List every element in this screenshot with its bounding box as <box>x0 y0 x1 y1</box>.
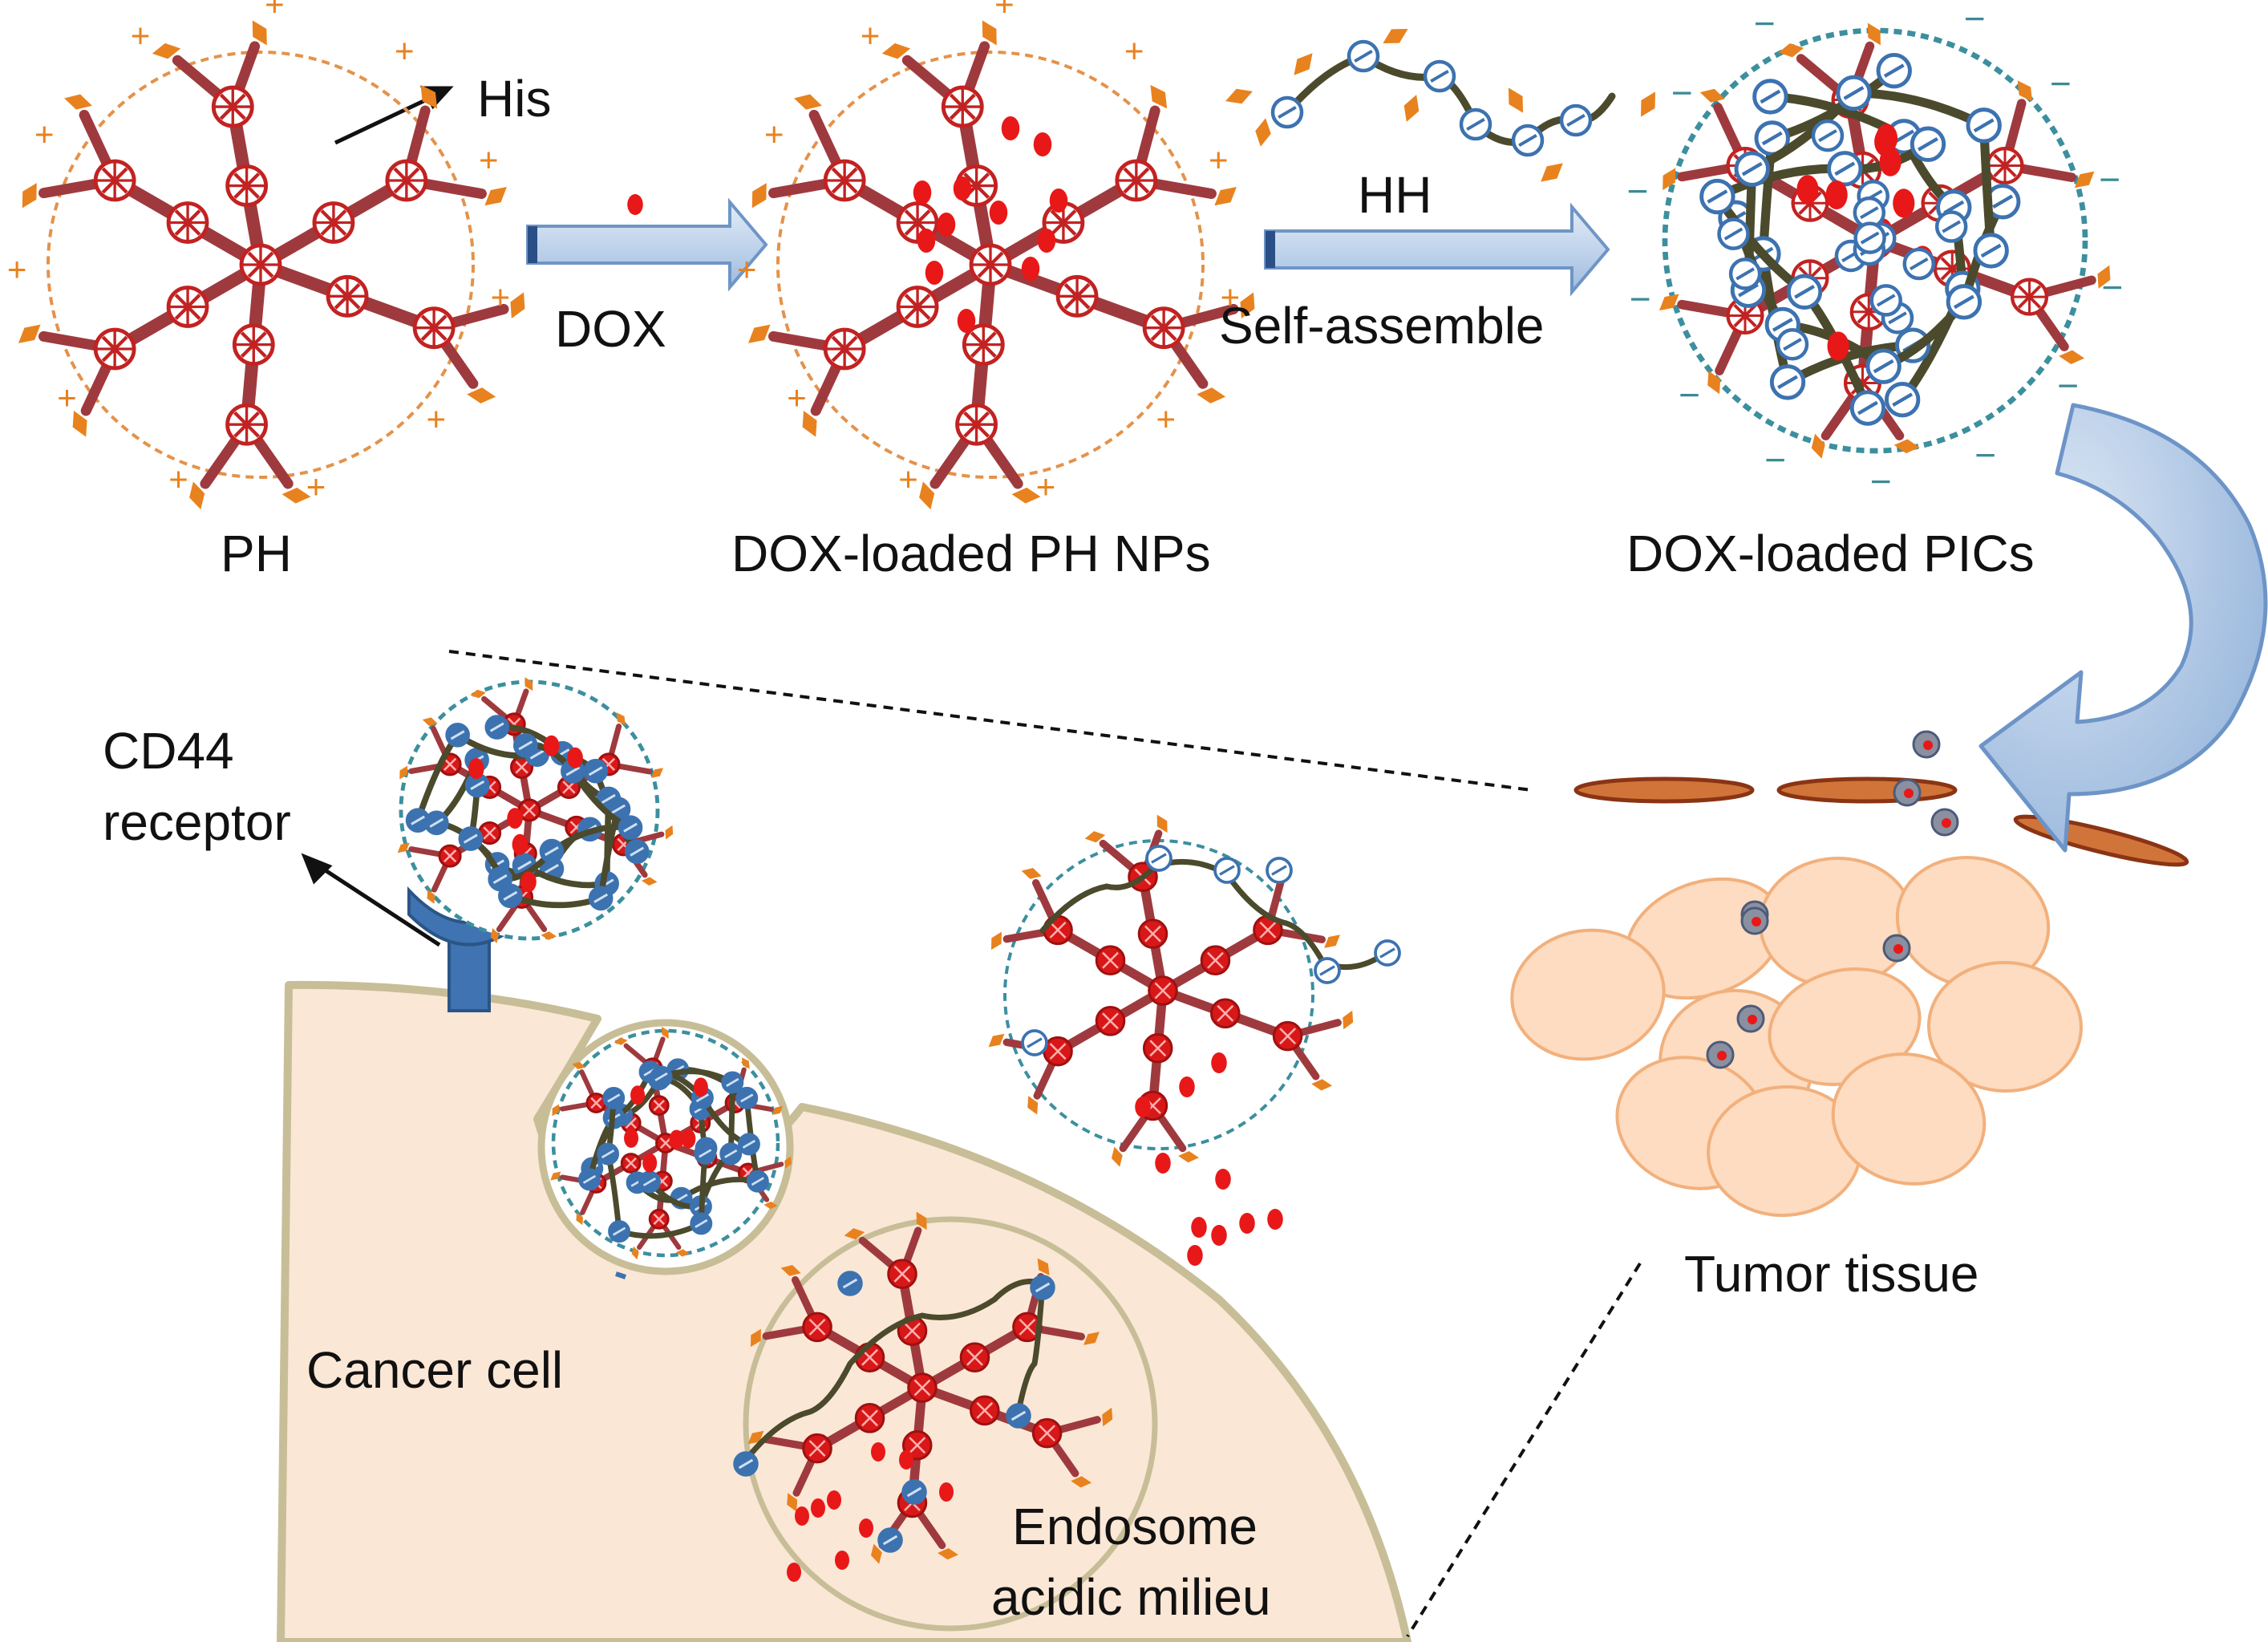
svg-text:+: + <box>491 278 511 316</box>
svg-text:+: + <box>57 379 77 416</box>
svg-text:+: + <box>1221 278 1241 316</box>
ph-label: PH <box>221 525 292 582</box>
svg-text:−: − <box>1964 0 1986 39</box>
cd44-label-line2: receptor <box>103 793 291 851</box>
svg-text:−: − <box>1754 2 1776 44</box>
svg-text:+: + <box>764 116 784 153</box>
svg-text:−: − <box>1764 439 1786 480</box>
endosome-label-line1: Endosome <box>1012 1498 1258 1555</box>
svg-text:−: − <box>2050 63 2072 104</box>
hh-polymer-chain <box>1225 29 1655 182</box>
svg-text:+: + <box>426 400 446 438</box>
zoom-line-bottom <box>1406 1262 1642 1638</box>
cancer-cell-label: Cancer cell <box>306 1341 563 1399</box>
svg-text:−: − <box>2057 364 2079 406</box>
svg-text:+: + <box>898 460 918 497</box>
svg-text:−: − <box>1974 434 1996 476</box>
svg-text:+: + <box>1156 400 1176 438</box>
svg-text:−: − <box>1870 460 1892 502</box>
svg-text:−: − <box>2099 159 2120 201</box>
svg-text:−: − <box>1627 170 1649 212</box>
self-assemble-arrow <box>1264 202 1610 297</box>
svg-text:+: + <box>479 140 499 178</box>
dox-loaded-ph-nps-label: DOX-loaded PH NPs <box>731 525 1211 582</box>
svg-text:+: + <box>7 250 27 288</box>
ph-nanoparticle: + + + + + + + + + + + <box>7 0 525 510</box>
svg-text:+: + <box>168 460 188 497</box>
svg-text:+: + <box>131 16 151 54</box>
dox-molecule-icon <box>627 194 643 215</box>
svg-text:+: + <box>861 16 881 54</box>
circulation-curved-arrow <box>1978 403 2268 853</box>
svg-text:+: + <box>1124 31 1144 69</box>
nanostructures: + + + + + + + + + + + + + + + + + + + + + + − − − − − − − − − − − − − − <box>7 0 2124 1582</box>
receptor-bound-pic <box>397 677 674 943</box>
svg-text:+: + <box>1209 140 1229 178</box>
svg-text:+: + <box>265 0 285 22</box>
svg-text:−: − <box>2102 266 2124 308</box>
dissociating-pic <box>988 814 1401 1266</box>
svg-text:+: + <box>395 31 415 69</box>
endocytosed-pic <box>550 1026 792 1279</box>
dox-loaded-ph-nanoparticle: + + + + + + + + + + + <box>737 0 1255 510</box>
zoom-line-top <box>448 650 1533 792</box>
svg-text:+: + <box>787 379 807 416</box>
endosome <box>743 1216 1158 1632</box>
dox-loaded-pics-label: DOX-loaded PICs <box>1626 525 2035 582</box>
dox-arrow <box>526 197 768 292</box>
endosome-contents <box>733 1211 1113 1582</box>
cd44-label-line1: CD44 <box>103 722 234 780</box>
tumor-tissue-cells <box>1510 856 2083 1218</box>
his-label: His <box>477 70 551 128</box>
svg-text:−: − <box>1630 278 1651 319</box>
svg-text:−: − <box>1671 72 1693 114</box>
svg-text:−: − <box>1858 0 1880 18</box>
svg-text:+: + <box>306 468 326 505</box>
svg-text:−: − <box>1679 374 1700 416</box>
self-assemble-label: Self-assemble <box>1219 297 1545 355</box>
svg-text:+: + <box>737 250 757 288</box>
tumor-tissue-label: Tumor tissue <box>1684 1245 1979 1303</box>
cd44-pointer-arrow <box>301 853 441 947</box>
svg-text:+: + <box>34 116 55 153</box>
svg-text:+: + <box>1036 468 1056 505</box>
endosome-label-line2: acidic milieu <box>991 1568 1271 1626</box>
dox-loaded-pic-particle: − − − − − − − − − − − − − − <box>1627 0 2124 502</box>
svg-text:+: + <box>994 0 1015 22</box>
dox-label: DOX <box>555 300 666 358</box>
hh-label: HH <box>1358 166 1432 224</box>
